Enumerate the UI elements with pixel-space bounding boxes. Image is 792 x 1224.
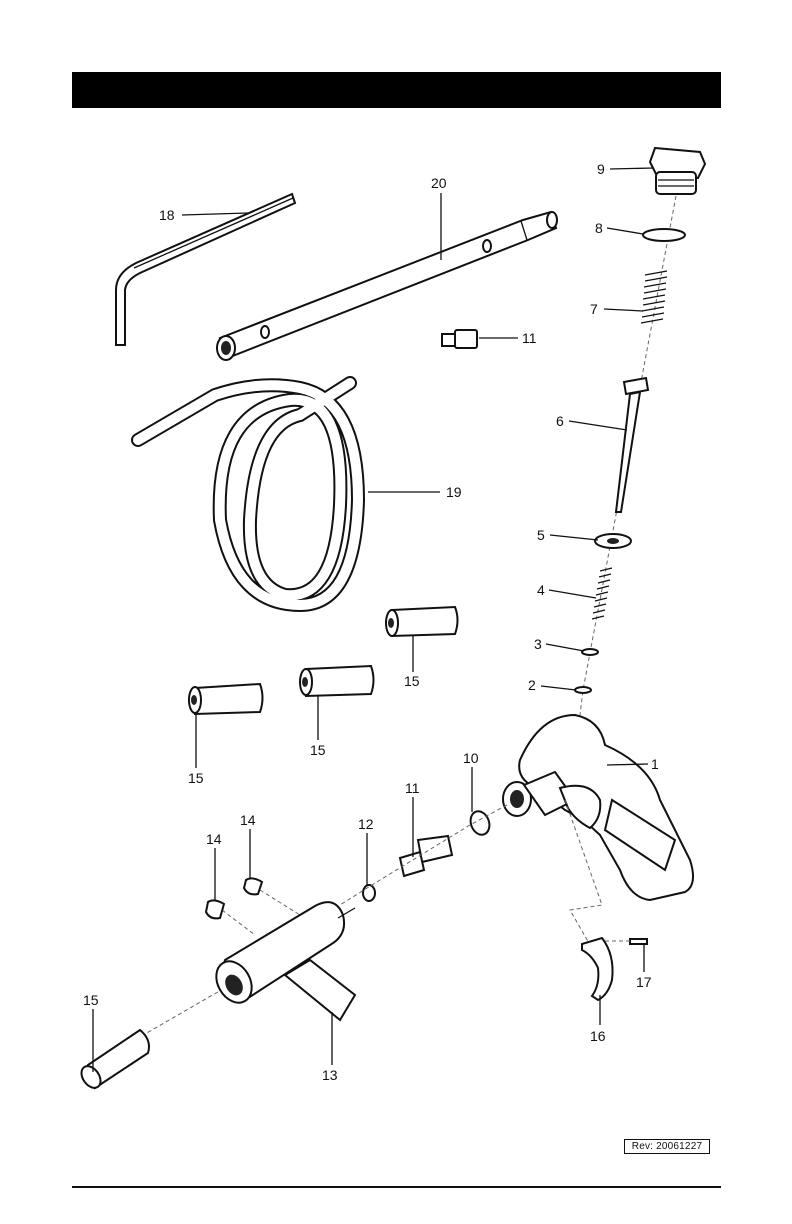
gun-body-part bbox=[503, 715, 693, 900]
label-part-19: 19 bbox=[446, 484, 462, 500]
valve-stem-part bbox=[616, 378, 648, 512]
leader-lines bbox=[93, 168, 654, 1072]
label-part-4: 4 bbox=[537, 582, 545, 598]
coiled-hose-part bbox=[138, 383, 358, 605]
label-part-18: 18 bbox=[159, 207, 175, 223]
revision-label: Rev: 20061227 bbox=[624, 1139, 710, 1154]
cap-part bbox=[650, 148, 705, 194]
fitting-part-upper bbox=[442, 330, 477, 348]
label-part-3: 3 bbox=[534, 636, 542, 652]
plug-part-lower bbox=[206, 900, 224, 918]
spring-part-lower bbox=[592, 568, 612, 619]
label-part-15-b: 15 bbox=[310, 742, 326, 758]
plug-part-upper bbox=[244, 878, 262, 894]
footer-rule bbox=[72, 1186, 721, 1188]
small-ring-part-2 bbox=[575, 687, 591, 693]
label-part-6: 6 bbox=[556, 413, 564, 429]
label-part-16: 16 bbox=[590, 1028, 606, 1044]
nozzle-body-part bbox=[209, 902, 355, 1020]
label-part-13: 13 bbox=[322, 1067, 338, 1083]
nozzle-part-b bbox=[300, 666, 374, 696]
label-part-15-d: 15 bbox=[83, 992, 99, 1008]
spring-part-upper bbox=[641, 271, 667, 323]
label-part-9: 9 bbox=[597, 161, 605, 177]
label-part-14-upper: 14 bbox=[240, 812, 256, 828]
label-part-11-upper: 11 bbox=[522, 330, 537, 346]
label-part-15-c: 15 bbox=[188, 770, 204, 786]
ring-part-12 bbox=[363, 885, 375, 901]
nozzle-part-a bbox=[386, 607, 458, 636]
fitting-part-lower bbox=[400, 836, 452, 876]
seal-part bbox=[467, 809, 492, 838]
label-part-8: 8 bbox=[595, 220, 603, 236]
label-part-2: 2 bbox=[528, 677, 536, 693]
label-part-20: 20 bbox=[431, 175, 447, 191]
label-part-15-a: 15 bbox=[404, 673, 420, 689]
label-part-11-lower: 11 bbox=[405, 780, 420, 796]
label-part-14-lower: 14 bbox=[206, 831, 222, 847]
nozzle-part-c bbox=[189, 684, 263, 714]
o-ring-part bbox=[643, 229, 685, 241]
label-part-5: 5 bbox=[537, 527, 545, 543]
washer-part bbox=[595, 534, 631, 548]
label-part-7: 7 bbox=[590, 301, 598, 317]
label-part-10: 10 bbox=[463, 750, 479, 766]
pin-part bbox=[630, 939, 647, 944]
nozzle-part-d bbox=[78, 1030, 149, 1091]
label-part-1: 1 bbox=[651, 756, 659, 772]
trigger-part bbox=[582, 938, 613, 1000]
label-part-12: 12 bbox=[358, 816, 374, 832]
label-part-17: 17 bbox=[636, 974, 652, 990]
small-ring-part-3 bbox=[582, 649, 598, 655]
